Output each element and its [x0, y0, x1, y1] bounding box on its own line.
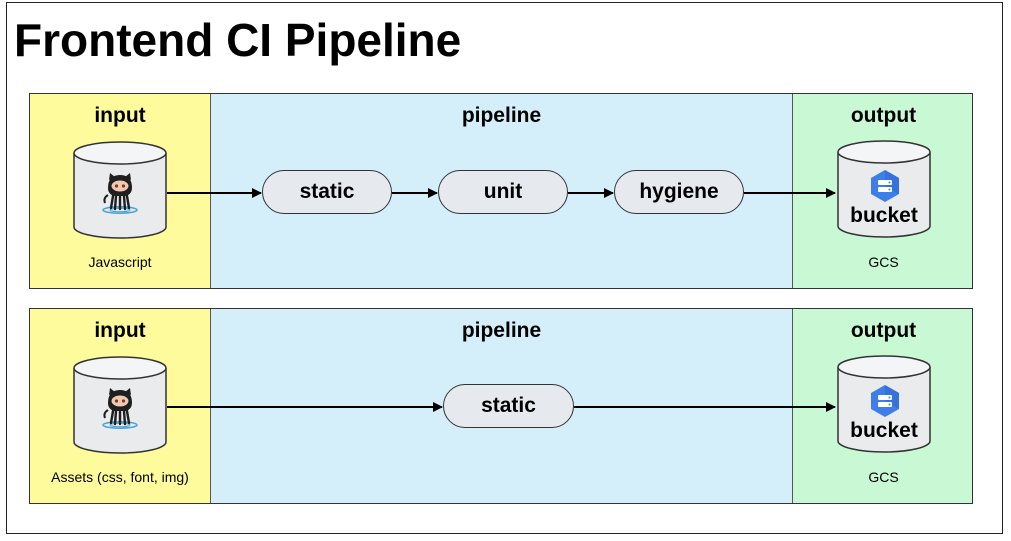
github-octocat-icon	[102, 173, 138, 214]
output-column: output bucket GCS	[792, 94, 972, 288]
database-icon	[73, 356, 167, 454]
bucket-label: bucket	[850, 419, 918, 442]
input-column: input Javascript	[30, 94, 211, 288]
input-caption: Javascript	[88, 254, 152, 270]
stage-static[interactable]: static	[262, 170, 392, 214]
input-title: input	[94, 104, 146, 127]
input-column: input Assets (css, font, i	[30, 309, 211, 503]
bucket-database: bucket	[837, 355, 931, 453]
output-caption: GCS	[868, 469, 899, 485]
database-icon	[73, 141, 167, 239]
output-title: output	[850, 104, 917, 127]
gcs-bucket-icon	[871, 170, 899, 202]
bucket-database: bucket	[837, 140, 931, 238]
gcs-bucket-icon	[871, 385, 899, 417]
pipeline-title: pipeline	[461, 104, 542, 127]
pipeline-row-1: input Javascript	[29, 93, 973, 289]
page-title: Frontend CI Pipeline	[14, 14, 462, 66]
stage-static[interactable]: static	[443, 384, 574, 428]
github-octocat-icon	[102, 388, 138, 429]
output-caption: GCS	[868, 254, 899, 270]
input-title: input	[94, 319, 146, 342]
pipeline-title: pipeline	[461, 319, 542, 342]
input-caption: Assets (css, font, img)	[51, 469, 189, 485]
pipeline-row-2: input Assets (css, font, i	[29, 308, 973, 504]
output-title: output	[850, 319, 917, 342]
output-column: output bucket GCS	[792, 309, 972, 503]
stage-hygiene[interactable]: hygiene	[614, 170, 744, 214]
stage-unit[interactable]: unit	[438, 170, 568, 214]
bucket-label: bucket	[850, 204, 918, 227]
